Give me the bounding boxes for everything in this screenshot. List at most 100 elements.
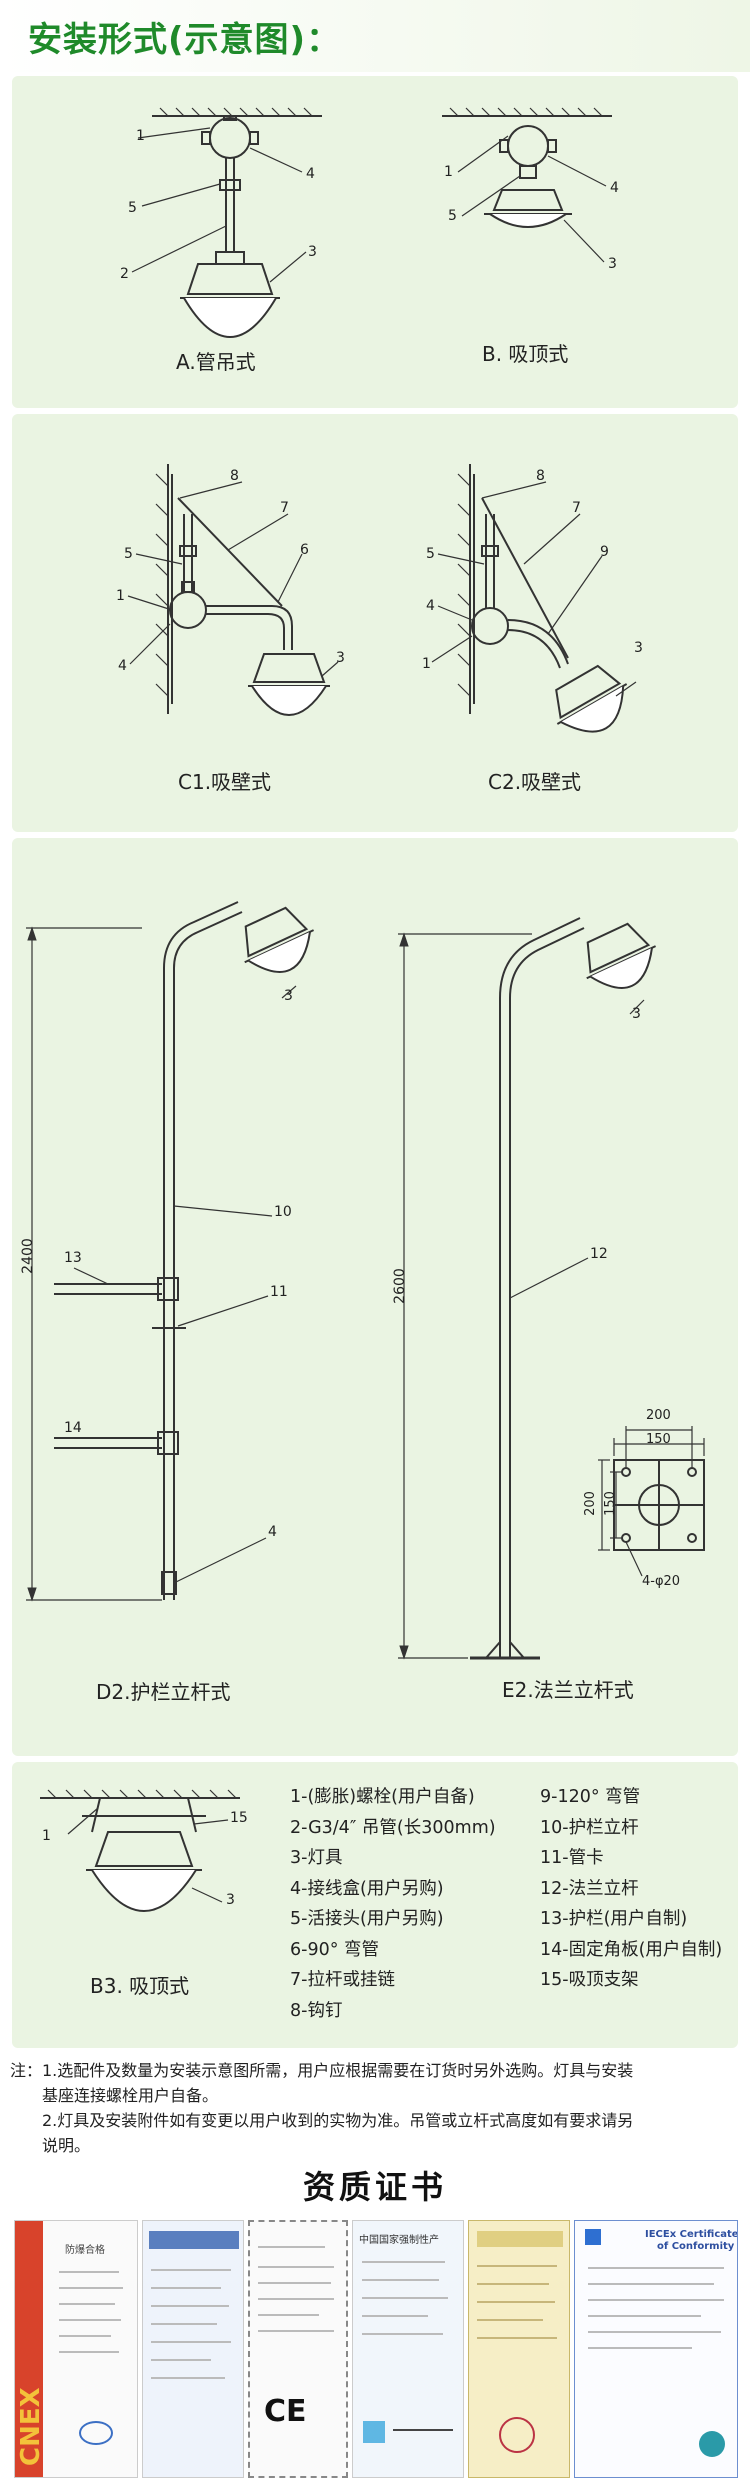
legend-item: 11-管卡: [540, 1848, 604, 1868]
callout-13: 13: [64, 1250, 82, 1266]
legend-item: 6-90° 弯管: [290, 1939, 380, 1960]
dimension-height-150: 150: [602, 1491, 618, 1516]
callout-3: 3: [308, 244, 317, 260]
legend-item: 13-护栏(用户自制): [540, 1909, 688, 1929]
legend-right: 9-120° 弯管 10-护栏立杆 11-管卡 12-法兰立杆 13-护栏(用户…: [540, 1782, 722, 1996]
panel-legend: 1 15 3 B3. 吸顶式 1-(膨胀)螺栓(用户自备) 2-G3/4″ 吊管…: [12, 1762, 738, 2048]
certificate-image: CNEX 防爆合格: [14, 2220, 138, 2478]
callout-3: 3: [336, 650, 345, 666]
brand-logo: CNEX: [16, 2387, 46, 2466]
certificate-image: IECEx Certificate of Conformity: [574, 2220, 738, 2478]
callout-4: 4: [268, 1524, 277, 1540]
legend-item: 4-接线盒(用户另购): [290, 1878, 444, 1899]
callout-10: 10: [274, 1204, 292, 1220]
page-header: 安装形式(示意图)：: [0, 0, 750, 72]
dimension-width-150: 150: [646, 1432, 671, 1447]
dimension-height-200: 200: [582, 1491, 598, 1516]
callout-3: 3: [226, 1892, 235, 1908]
panel-wall: 8 7 5 6 1 4 3 8 7 5 9 4 1 3 C1.吸壁式 C2.吸壁…: [12, 414, 738, 832]
certificate-heading: 中国国家强制性产: [359, 2235, 439, 2246]
callout-4: 4: [610, 180, 619, 196]
certificate-banner: [149, 2231, 239, 2249]
caption-b: B. 吸顶式: [482, 342, 569, 366]
legend-item: 2-G3/4″ 吊管(长300mm): [290, 1817, 496, 1838]
iecex-logo-icon: [585, 2229, 601, 2245]
legend-item: 10-护栏立杆: [540, 1817, 639, 1838]
legend-item: 15-吸顶支架: [540, 1970, 639, 1990]
signature-icon: [393, 2417, 453, 2431]
callout-5: 5: [128, 200, 137, 216]
legend-item: 8-钩钉: [290, 2000, 343, 2021]
legend-item: 9-120° 弯管: [540, 1787, 641, 1807]
dimension-2600: 2600: [391, 1268, 408, 1304]
certificate-image: [468, 2220, 570, 2478]
certificate-banner: [477, 2231, 563, 2247]
note-2: 2.灯具及安装附件如有变更以用户收到的实物为准。吊管或立杆式高度如有要求请另: [42, 2111, 634, 2130]
callout-1: 1: [136, 128, 145, 144]
callout-11: 11: [270, 1284, 288, 1300]
dimension-holes: 4-φ20: [642, 1574, 681, 1589]
callout-5: 5: [448, 208, 457, 224]
callout-4: 4: [426, 598, 435, 614]
certificate-subheading: of Conformity: [657, 2241, 735, 2252]
callout-6: 6: [300, 542, 309, 558]
dimension-2400: 2400: [19, 1238, 36, 1274]
diagram-pole: [26, 901, 705, 1660]
callout-1: 1: [422, 656, 431, 672]
callout-2: 2: [120, 266, 129, 282]
callout-5: 5: [426, 546, 435, 562]
callout-14: 14: [64, 1420, 82, 1436]
legend-item: 3-灯具: [290, 1848, 343, 1868]
caption-a: A.管吊式: [176, 350, 256, 374]
certificate-heading: IECEx Certificate: [645, 2229, 738, 2240]
note-1-continued: 基座连接螺栓用户自备。: [42, 2086, 219, 2105]
legend-item: 5-活接头(用户另购): [290, 1909, 444, 1929]
certificate-heading: 防爆合格: [65, 2245, 105, 2256]
qr-icon: [363, 2421, 385, 2443]
notes: 注： 1.选配件及数量为安装示意图所需，用户应根据需要在订货时另外选购。灯具与安…: [10, 2058, 740, 2158]
callout-9: 9: [600, 544, 609, 560]
note-1: 1.选配件及数量为安装示意图所需，用户应根据需要在订货时另外选购。灯具与安装: [42, 2061, 634, 2080]
certificate-strip: CNEX 防爆合格 CE 中国国家强制性产: [14, 2220, 738, 2478]
callout-3: 3: [632, 1006, 641, 1022]
legend-item: 14-固定角板(用户自制): [540, 1939, 723, 1960]
callout-3: 3: [634, 640, 643, 656]
dimension-width-200: 200: [646, 1408, 671, 1423]
caption-c2: C2.吸壁式: [488, 770, 582, 794]
callout-1: 1: [116, 588, 125, 604]
page-title: 安装形式(示意图)：: [28, 19, 342, 60]
callout-3: 3: [284, 988, 293, 1004]
callout-12: 12: [590, 1246, 608, 1262]
legend-left: 1-(膨胀)螺栓(用户自备) 2-G3/4″ 吊管(长300mm) 3-灯具 4…: [290, 1782, 496, 2026]
diagram-wall: [127, 464, 637, 733]
callout-4: 4: [118, 658, 127, 674]
caption-b3: B3. 吸顶式: [90, 1974, 190, 1998]
note-2-continued: 说明。: [42, 2136, 91, 2155]
caption-c1: C1.吸壁式: [178, 770, 272, 794]
seal-icon: [79, 2421, 113, 2445]
callout-7: 7: [280, 500, 289, 516]
callout-8: 8: [230, 468, 239, 484]
certificate-image: [142, 2220, 244, 2478]
legend-item: 1-(膨胀)螺栓(用户自备): [290, 1787, 475, 1807]
legend-item: 7-拉杆或挂链: [290, 1970, 395, 1990]
seal-icon: [699, 2431, 725, 2457]
certificates-title: 资质证书: [302, 2168, 447, 2206]
callout-7: 7: [572, 500, 581, 516]
panel-pole: 3 10 11 13 14 4 2400 3 12 2600 200 150 2…: [12, 838, 738, 1756]
notes-label: 注：: [10, 2061, 43, 2080]
certificate-image: CE: [248, 2220, 348, 2478]
callout-4: 4: [306, 166, 315, 182]
callout-3: 3: [608, 256, 617, 272]
callout-8: 8: [536, 468, 545, 484]
callout-5: 5: [124, 546, 133, 562]
seal-icon: [499, 2417, 535, 2453]
panel-ceiling: 1 4 5 2 3 1 4 5 3 A.管吊式 B. 吸顶式: [12, 76, 738, 408]
certificate-image: 中国国家强制性产: [352, 2220, 464, 2478]
legend-item: 12-法兰立杆: [540, 1878, 639, 1899]
caption-d2: D2.护栏立杆式: [96, 1680, 231, 1704]
diagram-b3: [40, 1789, 240, 1912]
ce-mark: CE: [264, 2394, 307, 2429]
caption-e2: E2.法兰立杆式: [502, 1678, 634, 1702]
callout-1: 1: [42, 1828, 51, 1844]
